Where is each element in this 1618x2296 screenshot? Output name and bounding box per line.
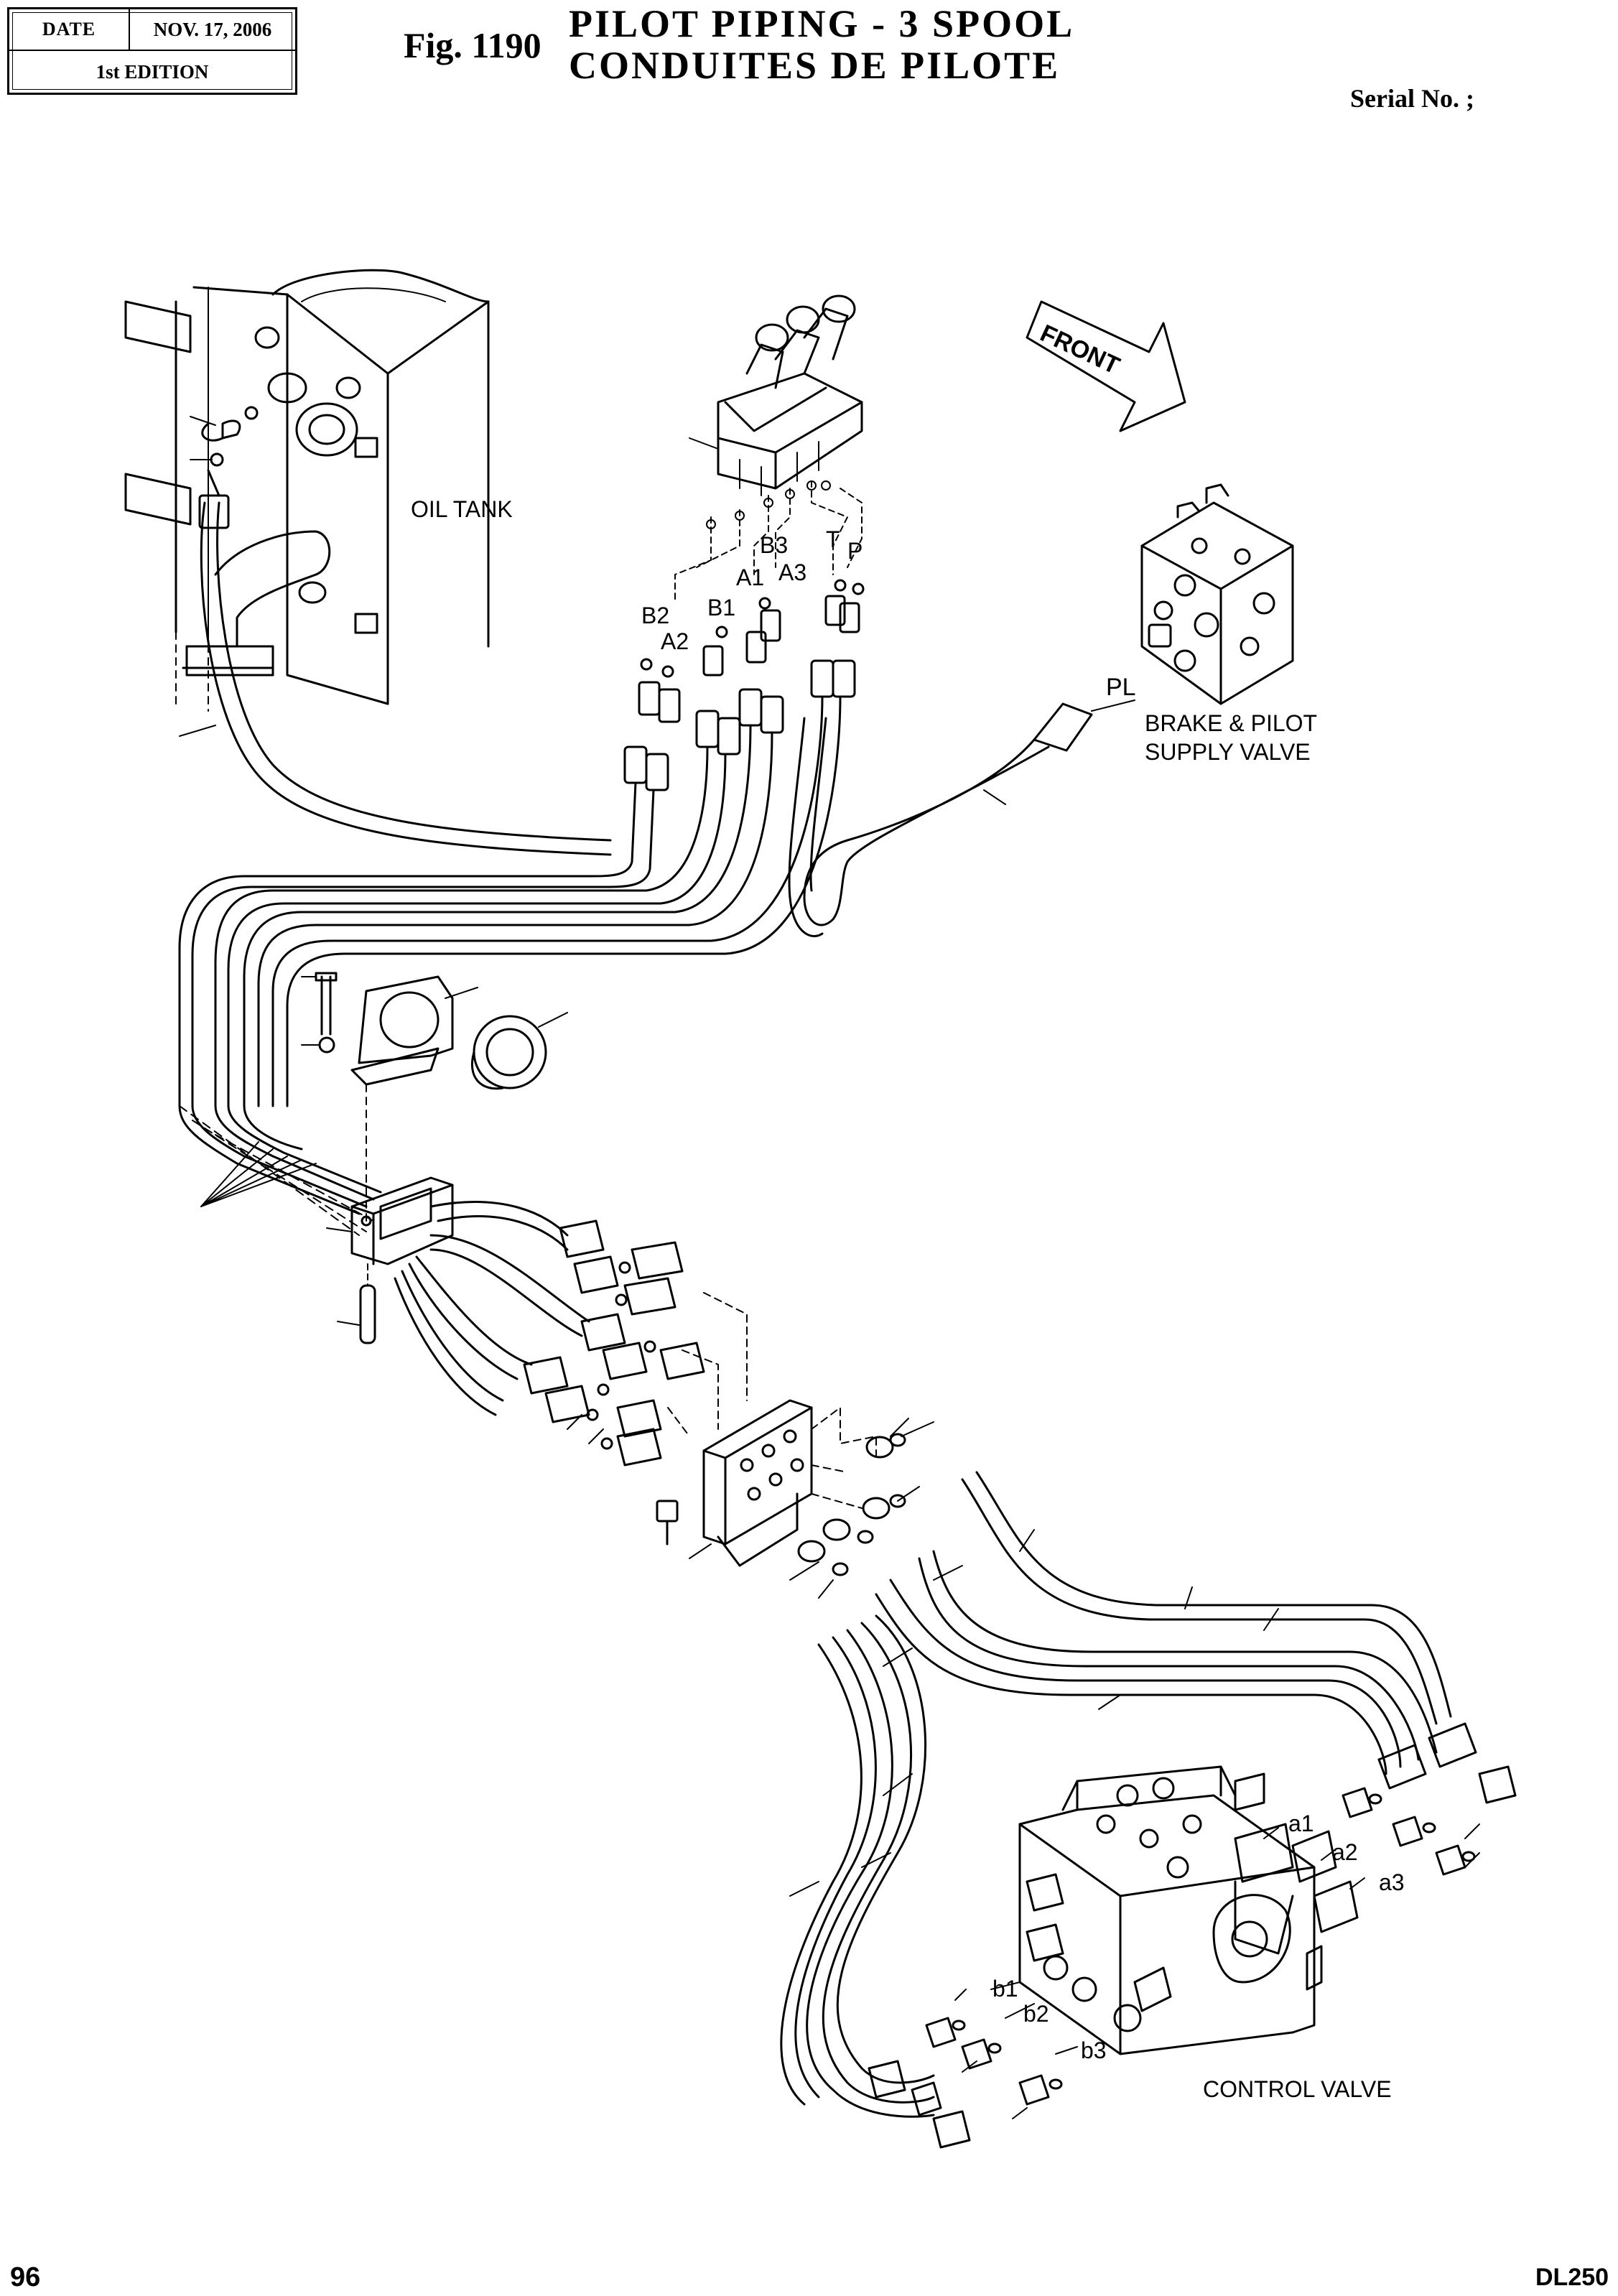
port-label-b1-lower: b1 xyxy=(992,1976,1018,2002)
port-label-a3: A3 xyxy=(778,559,806,585)
figure-number: Fig. 1190 xyxy=(404,25,541,65)
brake-valve-label-line1: BRAKE & PILOT xyxy=(1145,710,1317,736)
port-label-t: T xyxy=(826,526,840,552)
manifold-right-fittings xyxy=(789,1418,934,1599)
drain-hose xyxy=(179,406,612,856)
figure-title-french: CONDUITES DE PILOTE xyxy=(569,44,1061,87)
brake-pilot-supply-valve xyxy=(1033,483,1294,752)
port-label-b2-lower: b2 xyxy=(1023,2001,1049,2027)
hose-clamp-bracket xyxy=(301,972,568,1222)
oil-tank-label: OIL TANK xyxy=(411,496,513,522)
pilot-valve-assembly xyxy=(689,294,863,496)
port-label-pl: PL xyxy=(1106,674,1136,701)
oil-tank-drawing xyxy=(124,269,490,712)
hose-clamp-block xyxy=(326,1176,454,1344)
figure-title-english: PILOT PIPING - 3 SPOOL xyxy=(569,2,1075,45)
edition-label: 1st EDITION xyxy=(96,60,209,83)
model-code: DL250 xyxy=(1535,2264,1609,2291)
date-label: DATE xyxy=(9,9,130,50)
brake-valve-label-line2: SUPPLY VALVE xyxy=(1145,739,1311,765)
port-label-a1: A1 xyxy=(736,564,764,590)
pilot-manifold-block xyxy=(656,1399,877,1567)
page-number: 96 xyxy=(10,2262,41,2292)
pilot-hose-bundle xyxy=(178,695,842,1236)
port-label-b1: B1 xyxy=(707,595,735,621)
serial-number: Serial No. ; xyxy=(1350,84,1474,113)
port-label-a2-lower: a2 xyxy=(1332,1839,1358,1865)
port-label-a3-lower: a3 xyxy=(1379,1869,1405,1895)
control-valve-drawing xyxy=(925,1765,1480,2119)
port-label-a1-lower: a1 xyxy=(1288,1811,1314,1836)
port-label-a2: A2 xyxy=(661,628,689,654)
control-valve-label: CONTROL VALVE xyxy=(1203,2076,1392,2102)
date-value: NOV. 17, 2006 xyxy=(153,18,272,40)
supply-hose xyxy=(788,717,1050,937)
info-row-date: DATE NOV. 17, 2006 xyxy=(9,9,295,51)
front-label: FRONT xyxy=(1036,320,1124,380)
port-label-b3-lower: b3 xyxy=(1081,2037,1107,2063)
lower-pilot-hoses xyxy=(394,1201,748,1467)
control-valve-hoses xyxy=(780,1471,1517,2149)
front-arrow xyxy=(1026,300,1186,432)
pilot-valve-port-leaders xyxy=(674,480,863,604)
port-label-p: P xyxy=(847,538,863,564)
port-label-b3: B3 xyxy=(760,532,788,558)
port-label-b2: B2 xyxy=(641,603,669,628)
